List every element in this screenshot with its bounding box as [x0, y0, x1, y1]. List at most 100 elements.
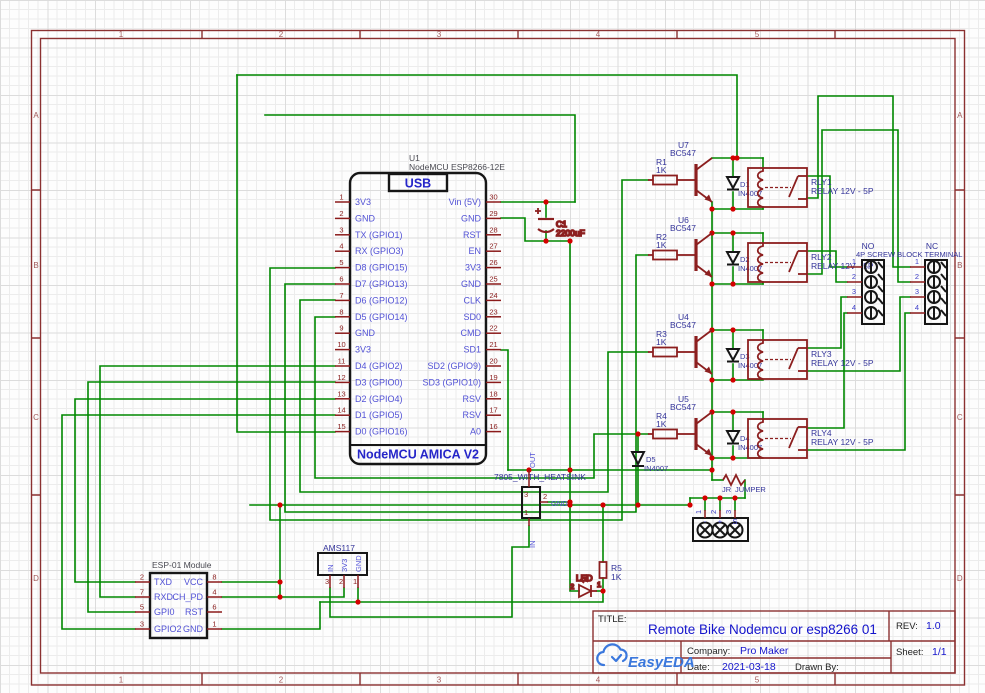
- wires[interactable]: [61, 74, 911, 630]
- 7805-name: 7805_WITH_HEATSINK: [494, 472, 586, 482]
- esp01-pin-name: RXD: [154, 592, 174, 602]
- component-nodemcu-u1[interactable]: U1 NodeMCU ESP8266-12E USB NodeMCU AMICA…: [335, 153, 505, 466]
- u1-pin-number: 24: [489, 291, 497, 300]
- led-pin-number: 1: [597, 580, 601, 589]
- wire[interactable]: [299, 299, 649, 493]
- wire[interactable]: [314, 316, 649, 479]
- component-led[interactable]: LED 2 1: [569, 572, 602, 599]
- ruler-col-label: 2: [279, 30, 284, 39]
- esp01-pin-name: CH_PD: [172, 592, 203, 602]
- wire[interactable]: [61, 414, 336, 630]
- sheet-value[interactable]: 1/1: [932, 646, 947, 658]
- wire[interactable]: [806, 312, 911, 451]
- company-value[interactable]: Pro Maker: [740, 645, 789, 657]
- diode-designator: D2: [740, 255, 750, 264]
- 7805-pin-out: OUT: [528, 452, 537, 468]
- u1-pin-number: 5: [339, 258, 343, 267]
- u1-pin-name: 3V3: [355, 197, 371, 207]
- ruler-row-label: C: [957, 413, 963, 422]
- ruler-row-label: B: [957, 261, 962, 270]
- wire[interactable]: [284, 254, 649, 513]
- transistor-value: BC547: [670, 402, 696, 412]
- power-terminal-pin-label: S: [732, 517, 737, 526]
- power-terminal-block[interactable]: 1-2+3S: [692, 510, 749, 542]
- esp01-pin-number: 7: [140, 588, 144, 597]
- wire[interactable]: [99, 365, 336, 598]
- ruler-col-label: 1: [119, 30, 124, 39]
- component-c1[interactable]: C1 2200uF: [535, 208, 586, 239]
- wire[interactable]: [500, 349, 509, 471]
- wire[interactable]: [74, 398, 336, 583]
- u1-pin-name: EN: [468, 246, 481, 256]
- junction-dot: [709, 281, 715, 287]
- component-ams117[interactable]: AMS117 IN 3V3 GND 3 2 1: [317, 543, 368, 588]
- u1-pin-number: 23: [489, 307, 497, 316]
- u1-pin-name: GND: [355, 213, 376, 223]
- relay-designator: RLY4: [811, 428, 832, 438]
- wire[interactable]: [87, 381, 336, 613]
- esp01-pin-number: 3: [140, 620, 144, 629]
- wire[interactable]: [806, 95, 911, 268]
- date-value[interactable]: 2021-03-18: [722, 661, 776, 673]
- component-r5[interactable]: R5 1K: [598, 561, 623, 582]
- wire[interactable]: [319, 590, 604, 603]
- wire[interactable]: [264, 114, 576, 203]
- wire[interactable]: [329, 525, 530, 618]
- diode-value: IN4007: [738, 264, 762, 273]
- diode-value: IN4007: [738, 189, 762, 198]
- title-block: TITLE: Remote Bike Nodemcu or esp8266 01…: [592, 610, 956, 674]
- wire[interactable]: [269, 179, 649, 521]
- wire[interactable]: [806, 129, 911, 283]
- diode-designator: D1: [740, 180, 750, 189]
- u1-pin-name: D7 (GPIO13): [355, 279, 408, 289]
- u1-pin-number: 17: [489, 406, 497, 415]
- wire[interactable]: [806, 296, 848, 349]
- rev-value[interactable]: 1.0: [926, 620, 941, 632]
- junction-dot: [277, 579, 283, 585]
- u1-pin-name: CMD: [461, 328, 482, 338]
- resistor-value: 1K: [656, 337, 667, 347]
- component-d5[interactable]: D5 IN4007: [630, 451, 668, 473]
- u1-pin-name: D0 (GPIO16): [355, 427, 408, 437]
- wire[interactable]: [279, 587, 345, 598]
- resistor-designator: R1: [656, 157, 667, 167]
- sheet-label: Sheet:: [896, 647, 923, 658]
- u1-pin-number: 7: [339, 291, 343, 300]
- component-jumper[interactable]: JR JUMPER: [722, 472, 766, 494]
- wire[interactable]: [806, 296, 911, 372]
- wire[interactable]: [569, 240, 580, 592]
- ams117-pin-in: IN: [326, 565, 335, 573]
- u1-pin-number: 22: [489, 324, 497, 333]
- wire[interactable]: [236, 74, 738, 159]
- relay-value: RELAY 12V - 5P: [811, 261, 874, 271]
- led-pin-number: 2: [570, 582, 574, 591]
- wire[interactable]: [236, 74, 336, 433]
- ams117-pin-number: 1: [353, 577, 357, 586]
- wire[interactable]: [221, 601, 321, 630]
- u1-name: NodeMCU ESP8266-12E: [409, 162, 505, 172]
- u1-pin-number: 27: [489, 242, 497, 251]
- screw-block-pin-number: 4: [915, 303, 919, 312]
- sheet-title[interactable]: Remote Bike Nodemcu or esp8266 01: [648, 622, 877, 637]
- component-7805[interactable]: 7805_WITH_HEATSINK OUT 3 2 GND 1 IN: [494, 452, 586, 548]
